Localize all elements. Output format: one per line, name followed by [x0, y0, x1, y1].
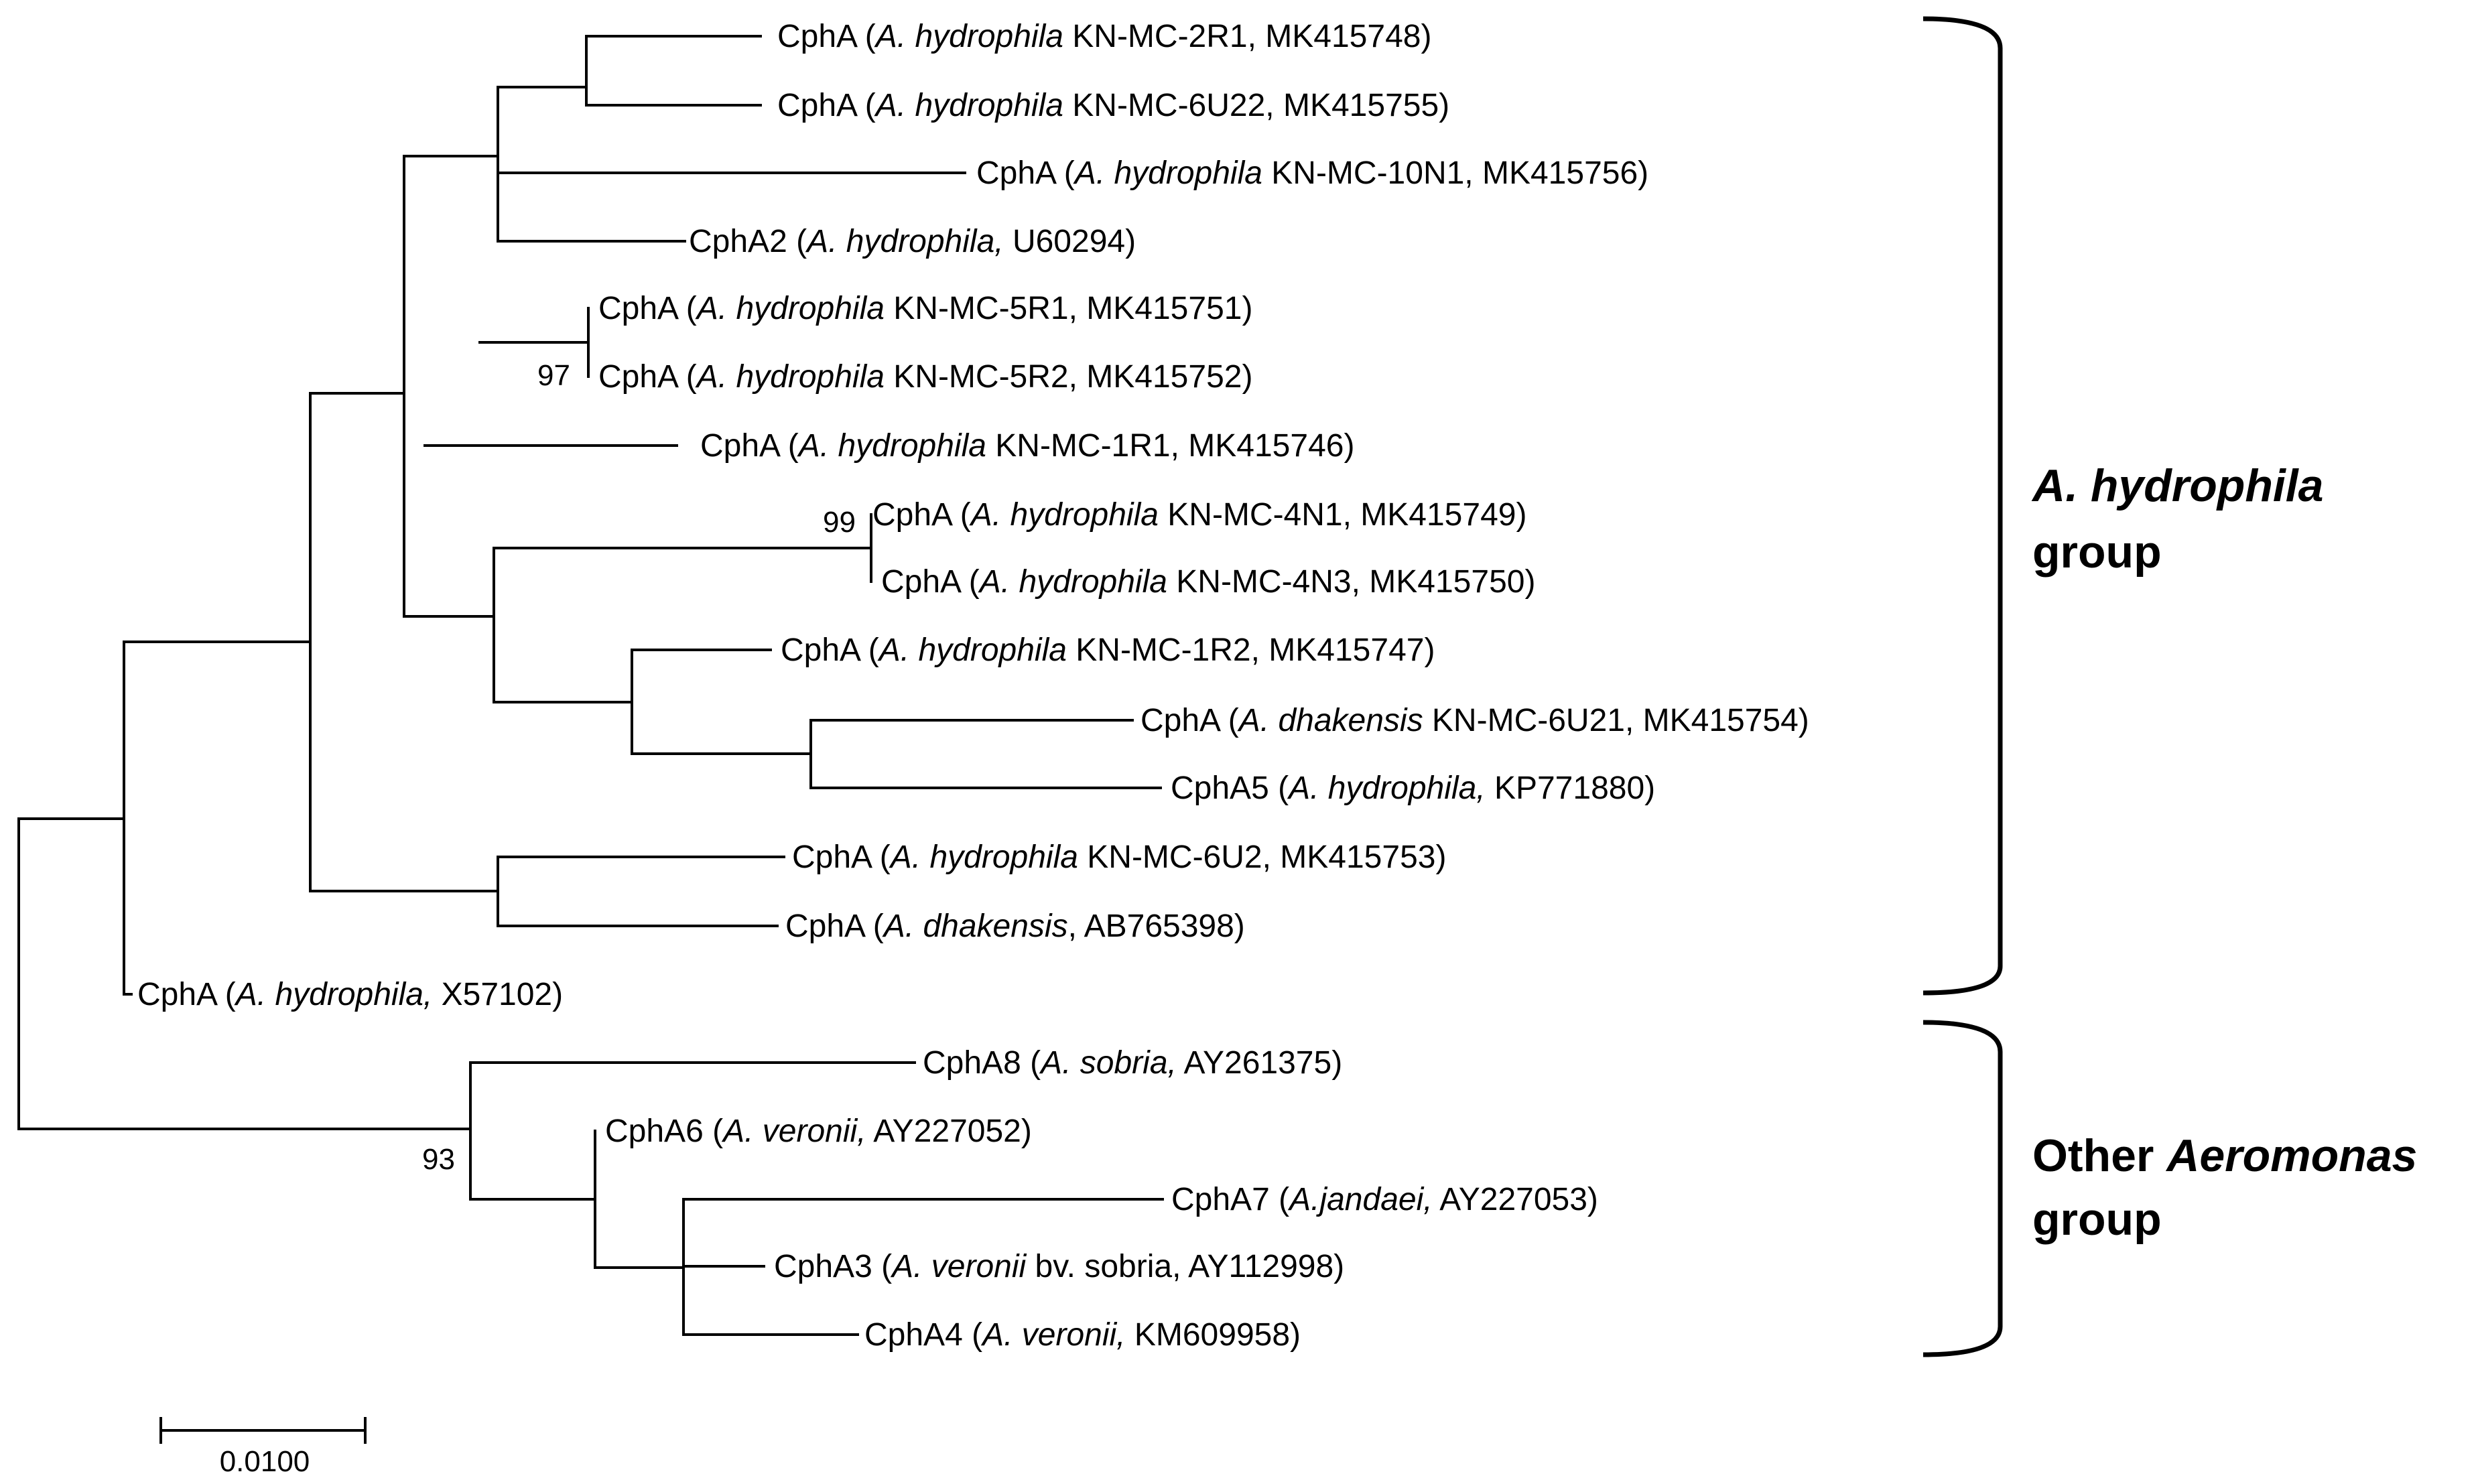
leaf-label: CphA5 (A. hydrophila, KP771880) — [1171, 770, 1655, 806]
scale-bar-label: 0.0100 — [220, 1445, 310, 1478]
bootstrap-values: 97 99 93 — [422, 359, 856, 1176]
other-aeromonas-group-label-line2: group — [2032, 1194, 2162, 1245]
leaf-label: CphA (A. hydrophila, X57102) — [137, 977, 563, 1012]
leaf-label: CphA (A. dhakensis, AB765398) — [785, 908, 1245, 944]
leaf-label: CphA (A. hydrophila KN-MC-6U22, MK415755… — [777, 88, 1449, 123]
leaf-label: CphA (A. hydrophila KN-MC-2R1, MK415748) — [777, 19, 1431, 54]
leaf-label: CphA (A. hydrophila KN-MC-4N1, MK415749) — [872, 497, 1526, 533]
leaf-label: CphA2 (A. hydrophila, U60294) — [689, 224, 1136, 259]
leaf-label: CphA (A. hydrophila KN-MC-1R2, MK415747) — [781, 632, 1435, 668]
hydrophila-group-bracket — [1923, 16, 2003, 996]
scale-bar: 0.0100 — [159, 1417, 367, 1478]
hydrophila-group-label: A. hydrophila — [2031, 460, 2323, 511]
leaf-label: CphA6 (A. veronii, AY227052) — [605, 1114, 1032, 1149]
bootstrap-value: 99 — [823, 506, 856, 539]
leaf-label: CphA (A. hydrophila KN-MC-10N1, MK415756… — [976, 155, 1648, 191]
leaf-label: CphA (A. hydrophila KN-MC-5R2, MK415752) — [598, 359, 1252, 395]
leaf-label: CphA3 (A. veronii bv. sobria, AY112998) — [774, 1249, 1344, 1284]
leaf-label: CphA (A. dhakensis KN-MC-6U21, MK415754) — [1141, 703, 1809, 738]
leaf-labels: CphA (A. hydrophila KN-MC-2R1, MK415748)… — [137, 19, 1809, 1353]
bootstrap-value: 97 — [537, 359, 570, 392]
other-aeromonas-group-bracket — [1923, 1020, 2003, 1357]
leaf-label: CphA7 (A.jandaei, AY227053) — [1171, 1182, 1598, 1217]
leaf-label: CphA (A. hydrophila KN-MC-6U2, MK415753) — [792, 839, 1446, 875]
leaf-label: CphA4 (A. veronii, KM609958) — [864, 1317, 1301, 1353]
tree-branches — [17, 35, 1164, 1336]
hydrophila-group-label-line2: group — [2032, 527, 2162, 578]
leaf-label: CphA (A. hydrophila KN-MC-1R1, MK415746) — [700, 428, 1354, 464]
leaf-label: CphA (A. hydrophila KN-MC-5R1, MK415751) — [598, 291, 1252, 326]
bootstrap-value: 93 — [422, 1143, 455, 1176]
leaf-label: CphA8 (A. sobria, AY261375) — [923, 1045, 1342, 1081]
other-aeromonas-group-label: Other Aeromonas — [2032, 1130, 2417, 1181]
leaf-label: CphA (A. hydrophila KN-MC-4N3, MK415750) — [881, 564, 1535, 600]
